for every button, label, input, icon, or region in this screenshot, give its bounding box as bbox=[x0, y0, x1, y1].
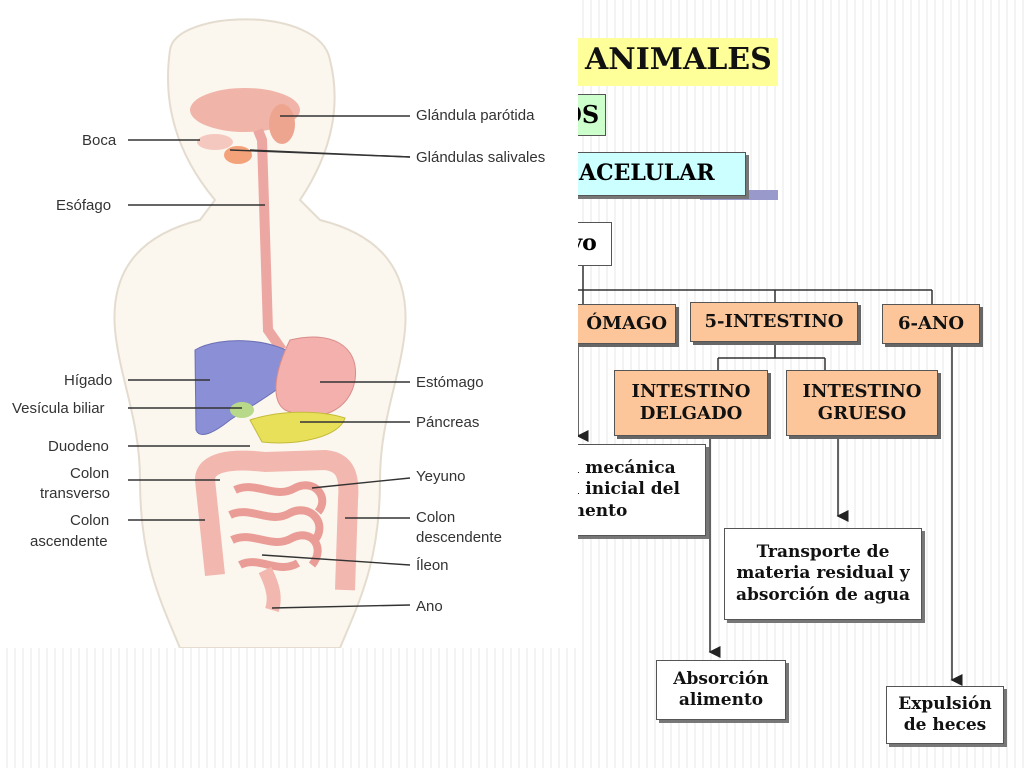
slide-title: ANIMALES bbox=[585, 42, 772, 77]
organ-box-delgado: INTESTINO DELGADO bbox=[614, 370, 768, 436]
label-parotida: Glándula parótida bbox=[416, 107, 535, 124]
organ-label-delgado-2: DELGADO bbox=[639, 403, 743, 424]
function-estomago-line2: n inicial del bbox=[567, 479, 680, 500]
function-grueso-line3: absorción de agua bbox=[735, 584, 911, 605]
label-ano: Ano bbox=[416, 598, 443, 615]
title-highlight bbox=[560, 38, 778, 86]
function-grueso-line2: materia residual y bbox=[736, 563, 910, 584]
function-delgado-line2: alimento bbox=[678, 690, 764, 710]
digestive-system-illustration: Boca Glándula parótida Glándulas salival… bbox=[0, 0, 578, 648]
leader-lines bbox=[128, 115, 411, 609]
label-duodeno: Duodeno bbox=[48, 438, 109, 455]
label-colon-transverso-2: transverso bbox=[40, 485, 110, 502]
label-pancreas: Páncreas bbox=[416, 414, 479, 431]
label-salivales: Glándulas salivales bbox=[416, 149, 545, 166]
organ-label-grueso-1: INTESTINO bbox=[802, 380, 922, 402]
function-delgado-line1: Absorción bbox=[673, 668, 769, 689]
organ-box-estomago: ÓMAGO bbox=[560, 304, 676, 344]
function-estomago-line1: n mecánica bbox=[567, 458, 676, 479]
function-box-estomago: n mecánica n inicial del mento bbox=[560, 444, 706, 536]
function-ano-line1: Expulsión bbox=[898, 693, 992, 714]
label-colon-descendente-2: descendente bbox=[416, 529, 502, 546]
organ-label-ano: 6-ANO bbox=[897, 312, 965, 334]
organ-label-intestino: 5-INTESTINO bbox=[704, 310, 844, 332]
function-ano-line2: de heces bbox=[903, 715, 987, 735]
heading-text: ACELULAR bbox=[579, 160, 715, 187]
label-ileon: Íleon bbox=[416, 557, 449, 574]
function-box-delgado: Absorción alimento bbox=[656, 660, 786, 720]
stomach bbox=[275, 336, 357, 417]
organ-box-ano: 6-ANO bbox=[882, 304, 980, 344]
organ-box-intestino: 5-INTESTINO bbox=[690, 302, 858, 342]
organ-label-estomago: ÓMAGO bbox=[586, 312, 667, 334]
organ-label-grueso-2: GRUESO bbox=[817, 403, 907, 424]
function-estomago-line3: mento bbox=[567, 500, 628, 521]
organ-label-delgado-1: INTESTINO bbox=[631, 380, 751, 402]
label-higado: Hígado bbox=[64, 372, 112, 389]
pancreas bbox=[249, 411, 346, 444]
heading-box: ACELULAR bbox=[560, 152, 746, 196]
label-colon-descendente-1: Colon bbox=[416, 509, 455, 526]
label-colon-ascendente-1: Colon bbox=[70, 512, 109, 529]
label-colon-ascendente-2: ascendente bbox=[30, 533, 108, 550]
label-boca: Boca bbox=[82, 132, 117, 149]
label-vesicula: Vesícula biliar bbox=[12, 400, 105, 417]
label-estomago: Estómago bbox=[416, 374, 484, 391]
gallbladder bbox=[230, 402, 254, 418]
label-colon-transverso-1: Colon bbox=[70, 465, 109, 482]
function-box-grueso: Transporte de materia residual y absorci… bbox=[724, 528, 922, 620]
esophagus bbox=[253, 128, 287, 353]
rectum bbox=[258, 566, 281, 613]
large-intestine bbox=[194, 449, 359, 591]
small-intestine bbox=[228, 481, 327, 571]
organ-box-grueso: INTESTINO GRUESO bbox=[786, 370, 938, 436]
function-grueso-line1: Transporte de bbox=[756, 542, 890, 563]
function-box-ano: Expulsión de heces bbox=[886, 686, 1004, 744]
label-esofago: Esófago bbox=[56, 197, 111, 214]
label-yeyuno: Yeyuno bbox=[416, 468, 466, 485]
